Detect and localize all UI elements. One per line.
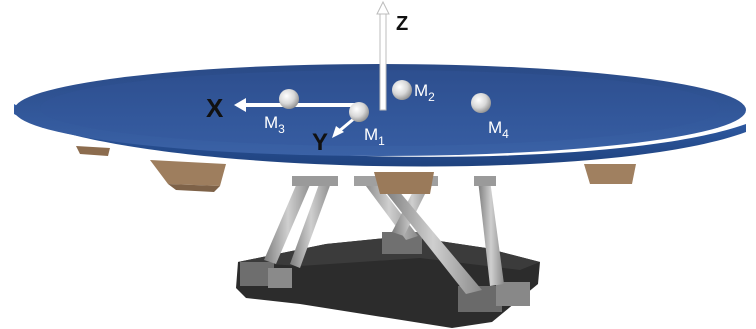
mass-m4: M4 (471, 93, 509, 141)
mass-m2-letter: M (414, 81, 428, 100)
support-blocks (76, 146, 636, 194)
mass-m2: M2 (392, 80, 435, 104)
mass-m2-sub: 2 (428, 90, 435, 104)
sphere-icon (471, 93, 491, 113)
mass-m4-letter: M (488, 118, 502, 137)
z-axis-label: Z (396, 13, 408, 35)
sphere-icon (349, 102, 369, 122)
sphere-icon (392, 80, 412, 100)
x-axis-label: X (206, 93, 224, 123)
mass-m1-sub: 1 (378, 134, 385, 148)
mass-m3-sub: 3 (278, 122, 285, 136)
y-axis-label: Y (312, 129, 328, 156)
mass-m1-letter: M (364, 125, 378, 144)
svg-text:M4: M4 (488, 118, 509, 141)
table-edge (14, 104, 746, 167)
x-axis: X (206, 93, 360, 123)
mass-m3-letter: M (264, 113, 278, 132)
sphere-icon (279, 89, 299, 109)
svg-text:M3: M3 (264, 113, 285, 136)
z-axis: Z (376, 0, 408, 111)
svg-text:M1: M1 (364, 125, 385, 148)
y-axis: Y (312, 110, 363, 156)
mass-m3: M3 (264, 89, 299, 136)
svg-text:M2: M2 (414, 81, 435, 104)
mass-m4-sub: 4 (502, 127, 509, 141)
mass-m1: M1 (349, 102, 385, 148)
